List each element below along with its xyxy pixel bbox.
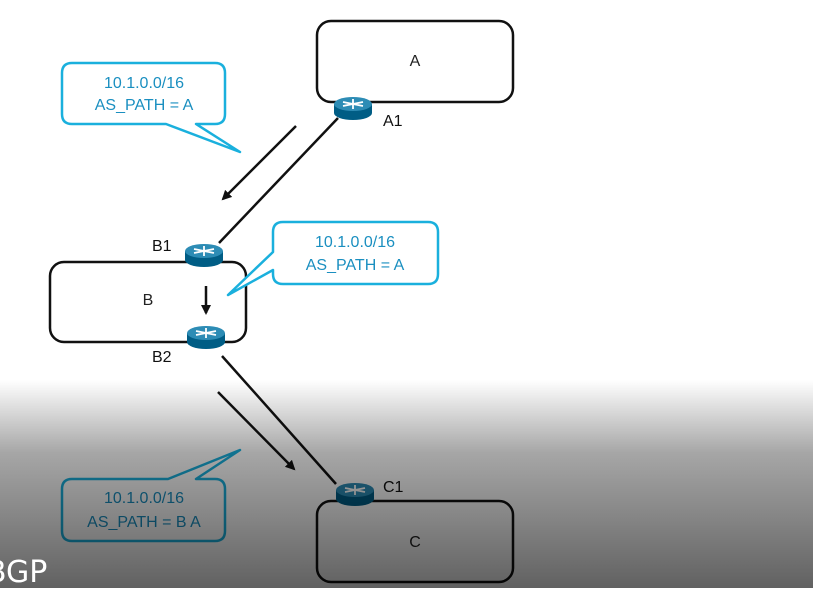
router-icon [187,326,225,349]
router-a1 [334,97,372,120]
link-b2-c1 [221,355,337,485]
callout-prefix: 10.1.0.0/16 [315,234,395,251]
as-label-b: B [143,292,154,309]
as-box-c: C [315,499,515,584]
callout-b2-c1: 10.1.0.0/16 AS_PATH = B A [60,448,242,543]
caption: BGP [0,555,48,590]
callout-prefix: 10.1.0.0/16 [104,490,184,507]
as-box-b: B [48,260,248,344]
router-label-b2: B2 [152,349,172,366]
router-label-a1: A1 [383,113,403,130]
callout-as-path: AS_PATH = A [95,97,194,114]
router-b1 [185,244,223,267]
router-icon [185,244,223,267]
router-icon [336,483,374,506]
callout-prefix: 10.1.0.0/16 [104,75,184,92]
router-label-c1: C1 [383,479,404,496]
router-label-b1: B1 [152,238,172,255]
callout-b1-b2: 10.1.0.0/16 AS_PATH = A [226,220,440,297]
router-c1 [336,483,374,506]
as-box-a: A [315,19,515,104]
callout-as-path: AS_PATH = A [306,257,405,274]
link-a1-b1 [218,117,339,244]
callout-as-path: AS_PATH = B A [87,514,201,531]
as-label-c: C [409,534,421,551]
router-icon [334,97,372,120]
as-label-a: A [410,53,421,70]
callout-a1-b1: 10.1.0.0/16 AS_PATH = A [60,61,242,154]
router-b2 [187,326,225,349]
advert-arrow-a1-b1 [221,125,297,201]
